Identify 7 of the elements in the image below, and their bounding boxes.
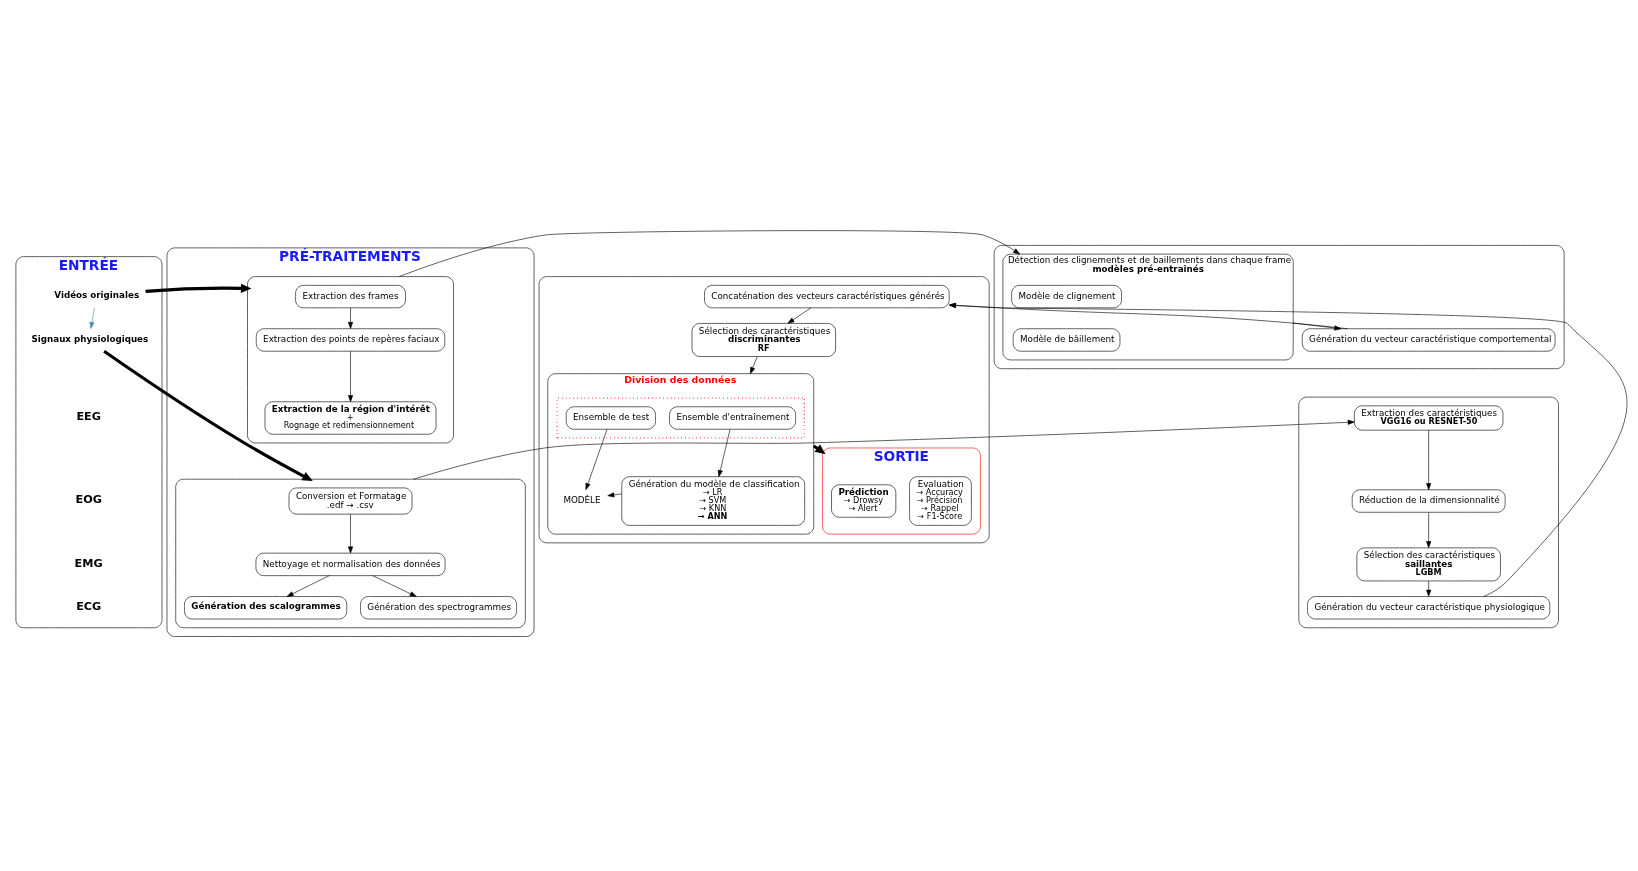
label: EEG <box>76 409 101 423</box>
label: ECG <box>76 599 102 613</box>
node-text: Signaux physiologiques <box>31 333 149 344</box>
node-text: MODÈLE <box>563 494 601 505</box>
node-text: Vidéos originales <box>54 289 140 300</box>
label: EMG <box>74 556 103 570</box>
label: EOG <box>75 492 102 506</box>
